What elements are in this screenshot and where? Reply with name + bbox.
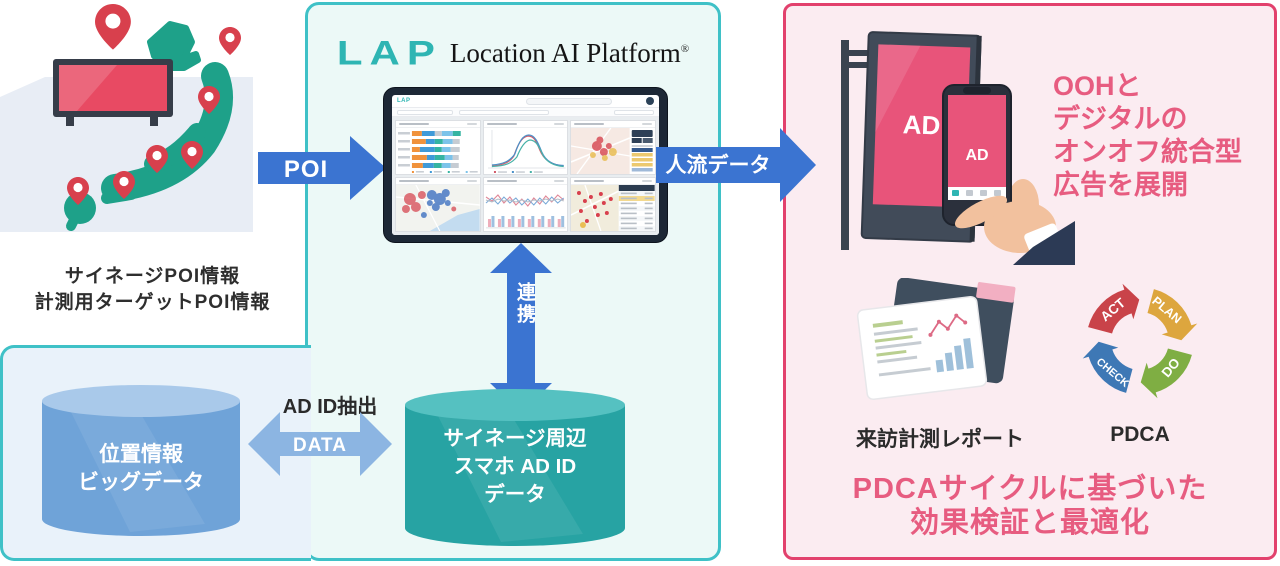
headline-line2: デジタルの bbox=[1053, 104, 1188, 134]
japan-map bbox=[64, 21, 241, 231]
filter-pill[interactable] bbox=[397, 109, 453, 115]
phone-ad-label: AD bbox=[965, 147, 988, 164]
data-arrow-label: DATA bbox=[293, 435, 347, 456]
big-location-pin-icon bbox=[95, 4, 131, 50]
link-arrow bbox=[490, 243, 552, 413]
lap-logo: LAP Location AI Platform® bbox=[305, 30, 721, 76]
people-flow-arrow-label: 人流データ bbox=[666, 153, 771, 177]
people-flow-arrow: 人流データ bbox=[656, 128, 816, 202]
platform-name: Location AI Platform® bbox=[449, 37, 690, 68]
panel-density-map bbox=[395, 177, 481, 232]
adid-label-line3: データ bbox=[484, 482, 546, 506]
headline-line4: 広告を展開 bbox=[1053, 170, 1188, 200]
headline-line1: OOHと bbox=[1053, 71, 1142, 101]
poi-arrow-label: POI bbox=[284, 156, 328, 183]
report-bar-chart bbox=[935, 338, 974, 373]
panel-trend-chart bbox=[482, 177, 569, 232]
adid-label-line2: スマホ AD ID bbox=[454, 455, 576, 478]
bigdata-label-line1: 位置情報 bbox=[99, 442, 184, 466]
report-icon bbox=[856, 278, 1016, 401]
dashboard-toolbar bbox=[392, 108, 659, 117]
ad-id-extract-label: AD ID抽出 bbox=[282, 396, 378, 418]
signage-adid-cylinder: サイネージ周辺 スマホ AD ID データ bbox=[405, 389, 625, 546]
poi-dots bbox=[577, 191, 614, 223]
dashboard-header: LAP bbox=[392, 95, 659, 108]
lap-logo-mark: LAP bbox=[336, 33, 442, 72]
left-caption-line2: 計測用ターゲットPOI情報 bbox=[34, 292, 271, 313]
registered-mark: ® bbox=[680, 42, 690, 55]
footer-line1: PDCAサイクルに基づいた bbox=[852, 473, 1208, 505]
panel-line-chart bbox=[482, 120, 569, 175]
footer-line2: 効果検証と最適化 bbox=[909, 507, 1150, 539]
pdca-wheel: ACT PLAN DO CHECK bbox=[1082, 283, 1198, 399]
dashboard-screen: LAP bbox=[392, 95, 659, 235]
dashboard-grid bbox=[392, 117, 659, 235]
settings-gear-icon[interactable] bbox=[646, 97, 654, 105]
report-label: 来訪計測レポート bbox=[856, 428, 1024, 451]
signage-poi-illustration bbox=[0, 4, 253, 232]
suit-sleeve bbox=[1013, 221, 1075, 265]
stacked-bars bbox=[397, 131, 478, 173]
table-text-bars bbox=[621, 192, 653, 230]
panel-stacked-bar-chart bbox=[395, 120, 481, 175]
poi-arrow: POI bbox=[258, 136, 386, 200]
smartphone-in-hand: AD bbox=[942, 84, 1075, 265]
search-input[interactable] bbox=[526, 97, 612, 105]
location-bigdata-cylinder: 位置情報 ビッグデータ bbox=[42, 385, 240, 536]
highlighted-row bbox=[619, 196, 655, 201]
left-caption-line1: サイネージPOI情報 bbox=[64, 266, 241, 287]
trend-blue bbox=[485, 196, 564, 206]
table-header bbox=[619, 185, 655, 191]
trend-gray bbox=[485, 198, 564, 203]
hand bbox=[954, 195, 1075, 265]
headline-line3: オンオフ統合型 bbox=[1053, 137, 1242, 167]
series-teal bbox=[491, 139, 564, 168]
dashboard-logo: LAP bbox=[397, 98, 411, 104]
hokkaido bbox=[147, 21, 201, 71]
heat-blobs bbox=[590, 136, 618, 161]
adid-label-line1: サイネージ周辺 bbox=[443, 427, 587, 450]
ooh-headline: OOHと デジタルの オンオフ統合型 広告を展開 bbox=[1053, 70, 1273, 202]
series-blue bbox=[491, 134, 564, 167]
billboard-ad-label: AD bbox=[902, 109, 941, 140]
selector-pill[interactable] bbox=[459, 109, 549, 115]
ooh-outcome-box bbox=[783, 3, 1277, 560]
link-arrow-label: 連携 bbox=[514, 282, 535, 326]
panel-map-table bbox=[570, 177, 656, 232]
smartphone: AD bbox=[942, 84, 1012, 226]
date-pill[interactable] bbox=[614, 109, 654, 115]
mini-bars bbox=[485, 216, 566, 229]
report-page bbox=[856, 295, 988, 401]
pdca-label: PDCA bbox=[1110, 423, 1170, 446]
density-blobs bbox=[401, 189, 457, 218]
bigdata-label-line2: ビッグデータ bbox=[78, 470, 204, 494]
data-exchange-arrow: DATA bbox=[248, 412, 392, 476]
panel-map-heat bbox=[570, 120, 656, 175]
signage-board-illustration bbox=[53, 59, 173, 126]
